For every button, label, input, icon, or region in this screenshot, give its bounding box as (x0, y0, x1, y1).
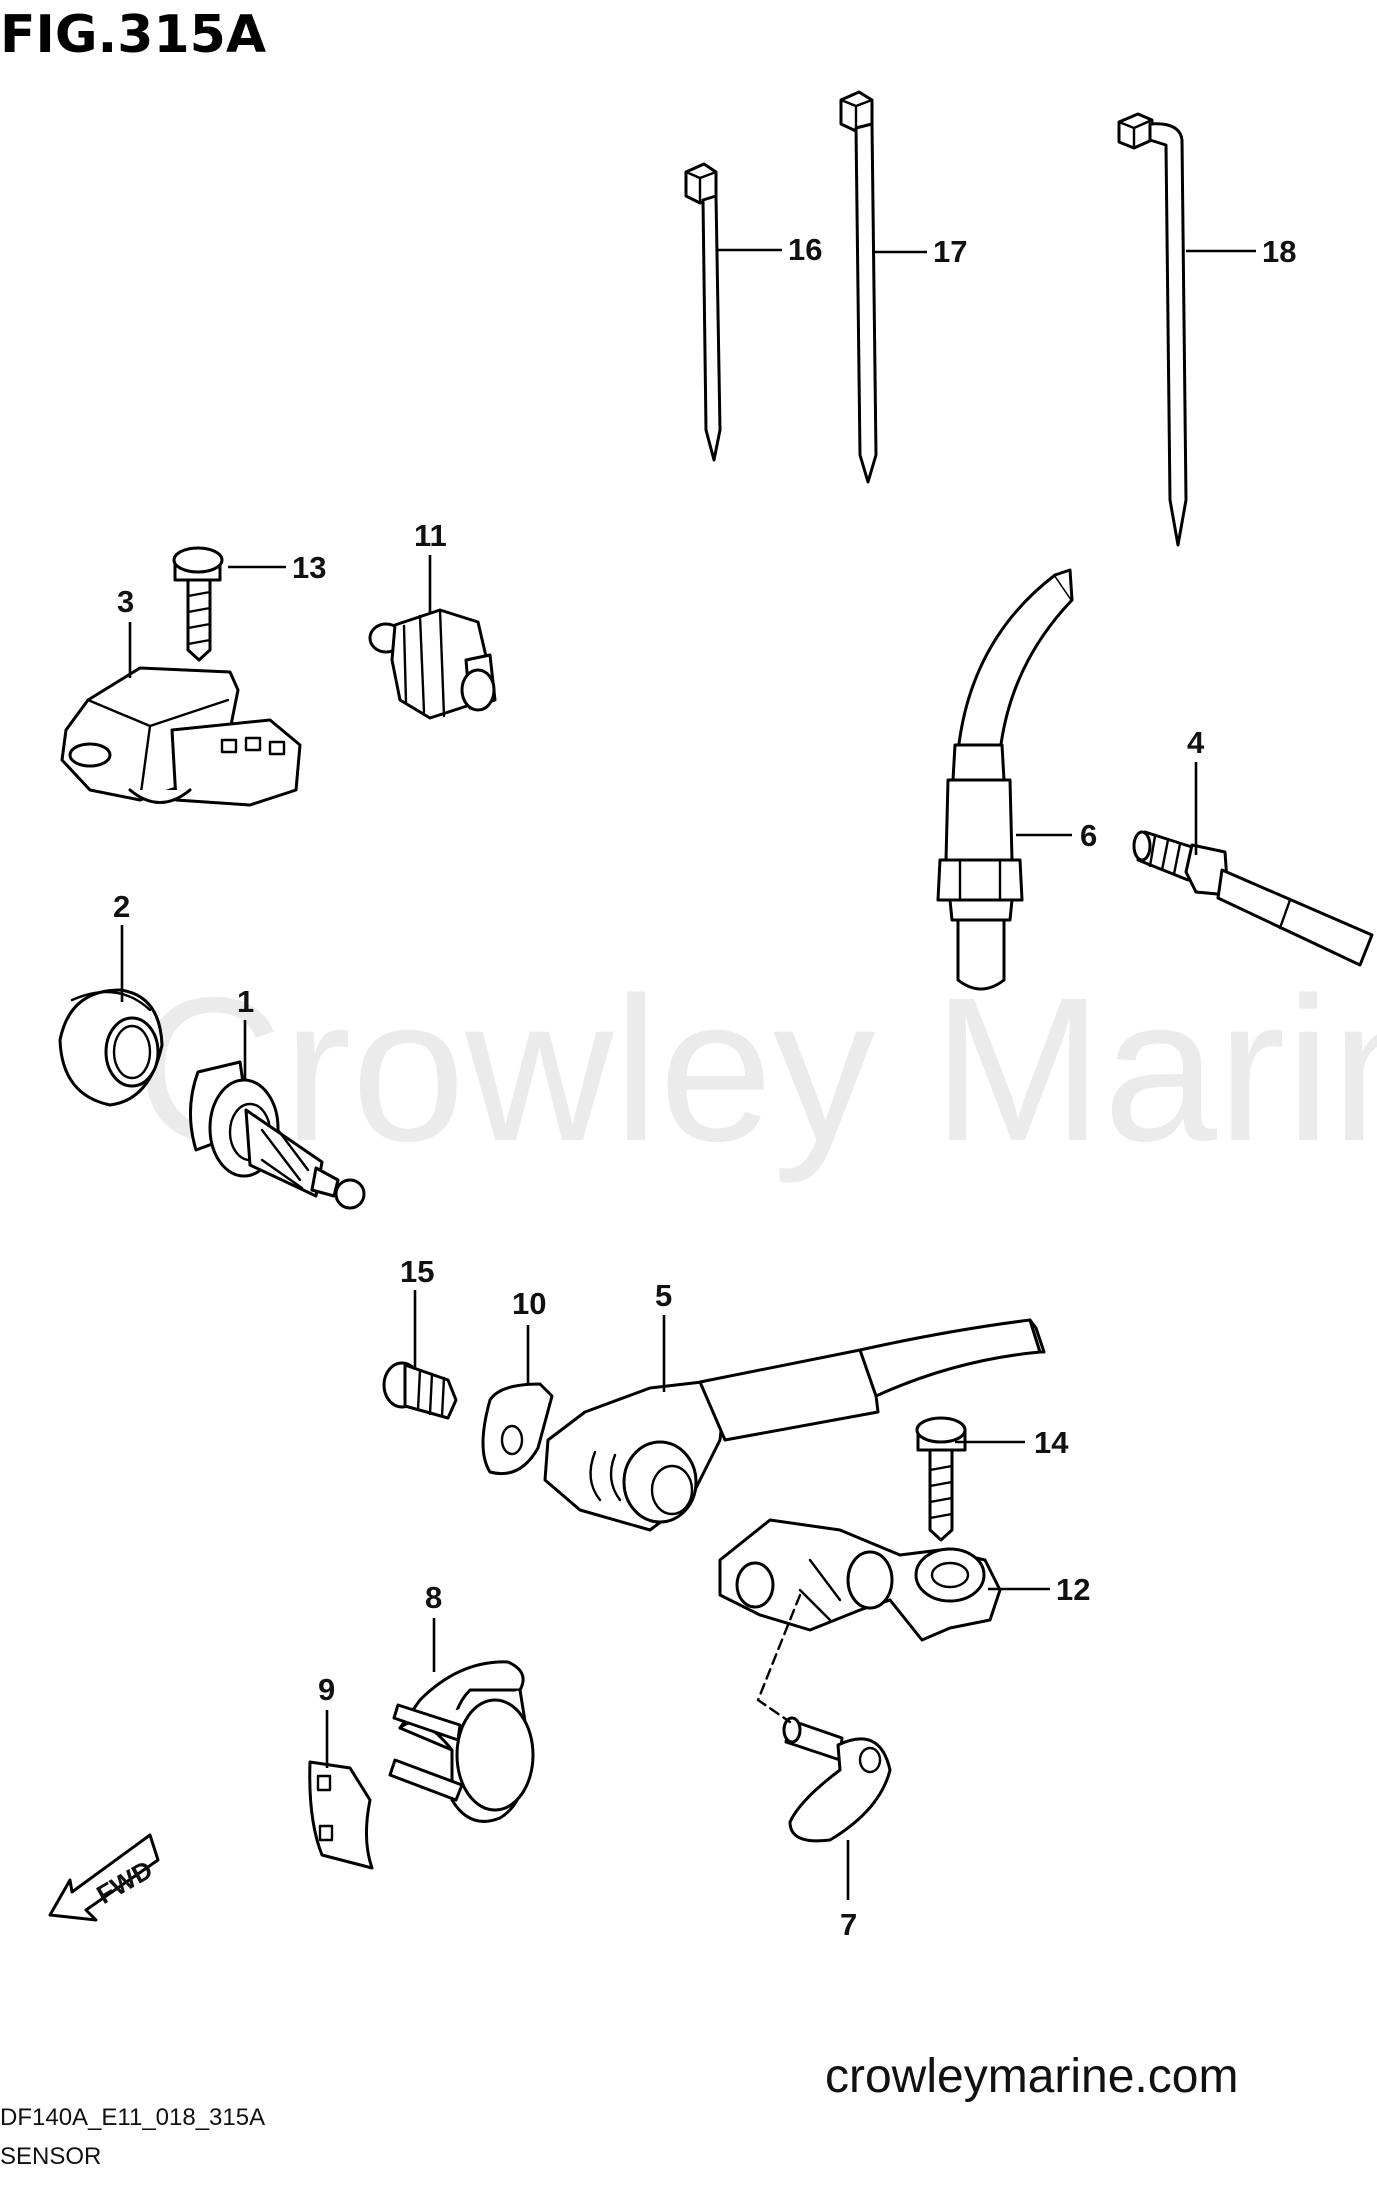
section-name: SENSOR (0, 2143, 101, 2170)
grommet-2 (58, 988, 164, 1107)
leader-lines (120, 248, 1256, 1900)
map-sensor-3 (60, 666, 302, 807)
fwd-badge: FWD (48, 1833, 160, 1922)
figure-title: FIG.315A (0, 5, 266, 65)
callout-4: 4 (1187, 725, 1205, 760)
cable-tie-16 (684, 162, 722, 462)
callout-18: 18 (1262, 234, 1296, 269)
website: crowleymarine.com (825, 2050, 1238, 2103)
cable-tie-18 (1117, 112, 1188, 547)
callout-5: 5 (655, 1278, 672, 1313)
o2-sensor-6 (936, 568, 1074, 991)
watermark: Crowley Marine (135, 955, 1377, 1184)
callout-14: 14 (1034, 1425, 1069, 1460)
clamp-8 (388, 1660, 535, 1823)
arrow-down-left-icon (48, 1833, 160, 1922)
callout-2: 2 (113, 889, 130, 924)
callout-3: 3 (117, 584, 134, 619)
clip-7 (782, 1716, 892, 1843)
callout-17: 17 (933, 234, 967, 269)
figure-code: DF140A_E11_018_315A (0, 2104, 265, 2131)
callout-12: 12 (1056, 1572, 1090, 1607)
callout-7: 7 (840, 1907, 857, 1942)
callout-15: 15 (400, 1254, 434, 1289)
screw-15 (382, 1361, 458, 1420)
temperature-sensor-4 (1132, 830, 1374, 967)
plate-9 (308, 1760, 374, 1870)
callout-13: 13 (292, 550, 326, 585)
callout-10: 10 (512, 1286, 546, 1321)
bolt-14 (915, 1416, 967, 1542)
plate-10 (481, 1382, 554, 1475)
callout-8: 8 (425, 1580, 442, 1615)
air-temp-sensor-1 (188, 1060, 366, 1210)
callout-9: 9 (318, 1672, 335, 1707)
bolt-13 (172, 546, 224, 662)
knock-sensor-11 (368, 608, 497, 720)
callout-16: 16 (788, 232, 822, 267)
sensor-bracket-12 (718, 1518, 1002, 1642)
callout-6: 6 (1080, 818, 1097, 853)
callout-1: 1 (237, 984, 254, 1019)
position-sensor-5 (543, 1318, 1046, 1532)
cable-tie-17 (839, 90, 878, 484)
callout-11: 11 (414, 518, 447, 553)
